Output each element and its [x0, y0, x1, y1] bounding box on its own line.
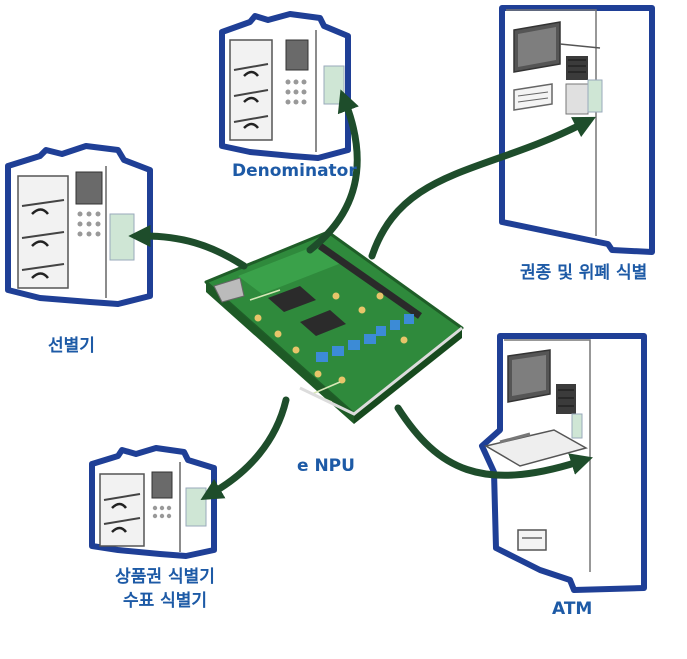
voucher-machine-icon [89, 445, 217, 559]
label-atm: ATM [552, 599, 593, 619]
arrow-to-sorter [128, 224, 248, 270]
arrow-to-discriminator [368, 116, 596, 260]
circuit-board-icon [204, 230, 464, 424]
label-voucher-line2: 수표 식별기 [122, 591, 208, 611]
arrow-to-voucher [200, 396, 290, 500]
denominator-machine-icon [219, 11, 351, 161]
arrow-to-denominator [306, 89, 361, 254]
sorter-machine-icon [5, 143, 153, 307]
label-sorter: 선별기 [48, 336, 95, 356]
label-center: e NPU [297, 456, 355, 476]
label-discriminator: 권종 및 위폐 식별 [520, 263, 648, 283]
label-denominator: Denominator [232, 161, 357, 181]
label-voucher-line1: 상품권 식별기 [115, 567, 215, 587]
arrow-to-atm [394, 404, 593, 479]
